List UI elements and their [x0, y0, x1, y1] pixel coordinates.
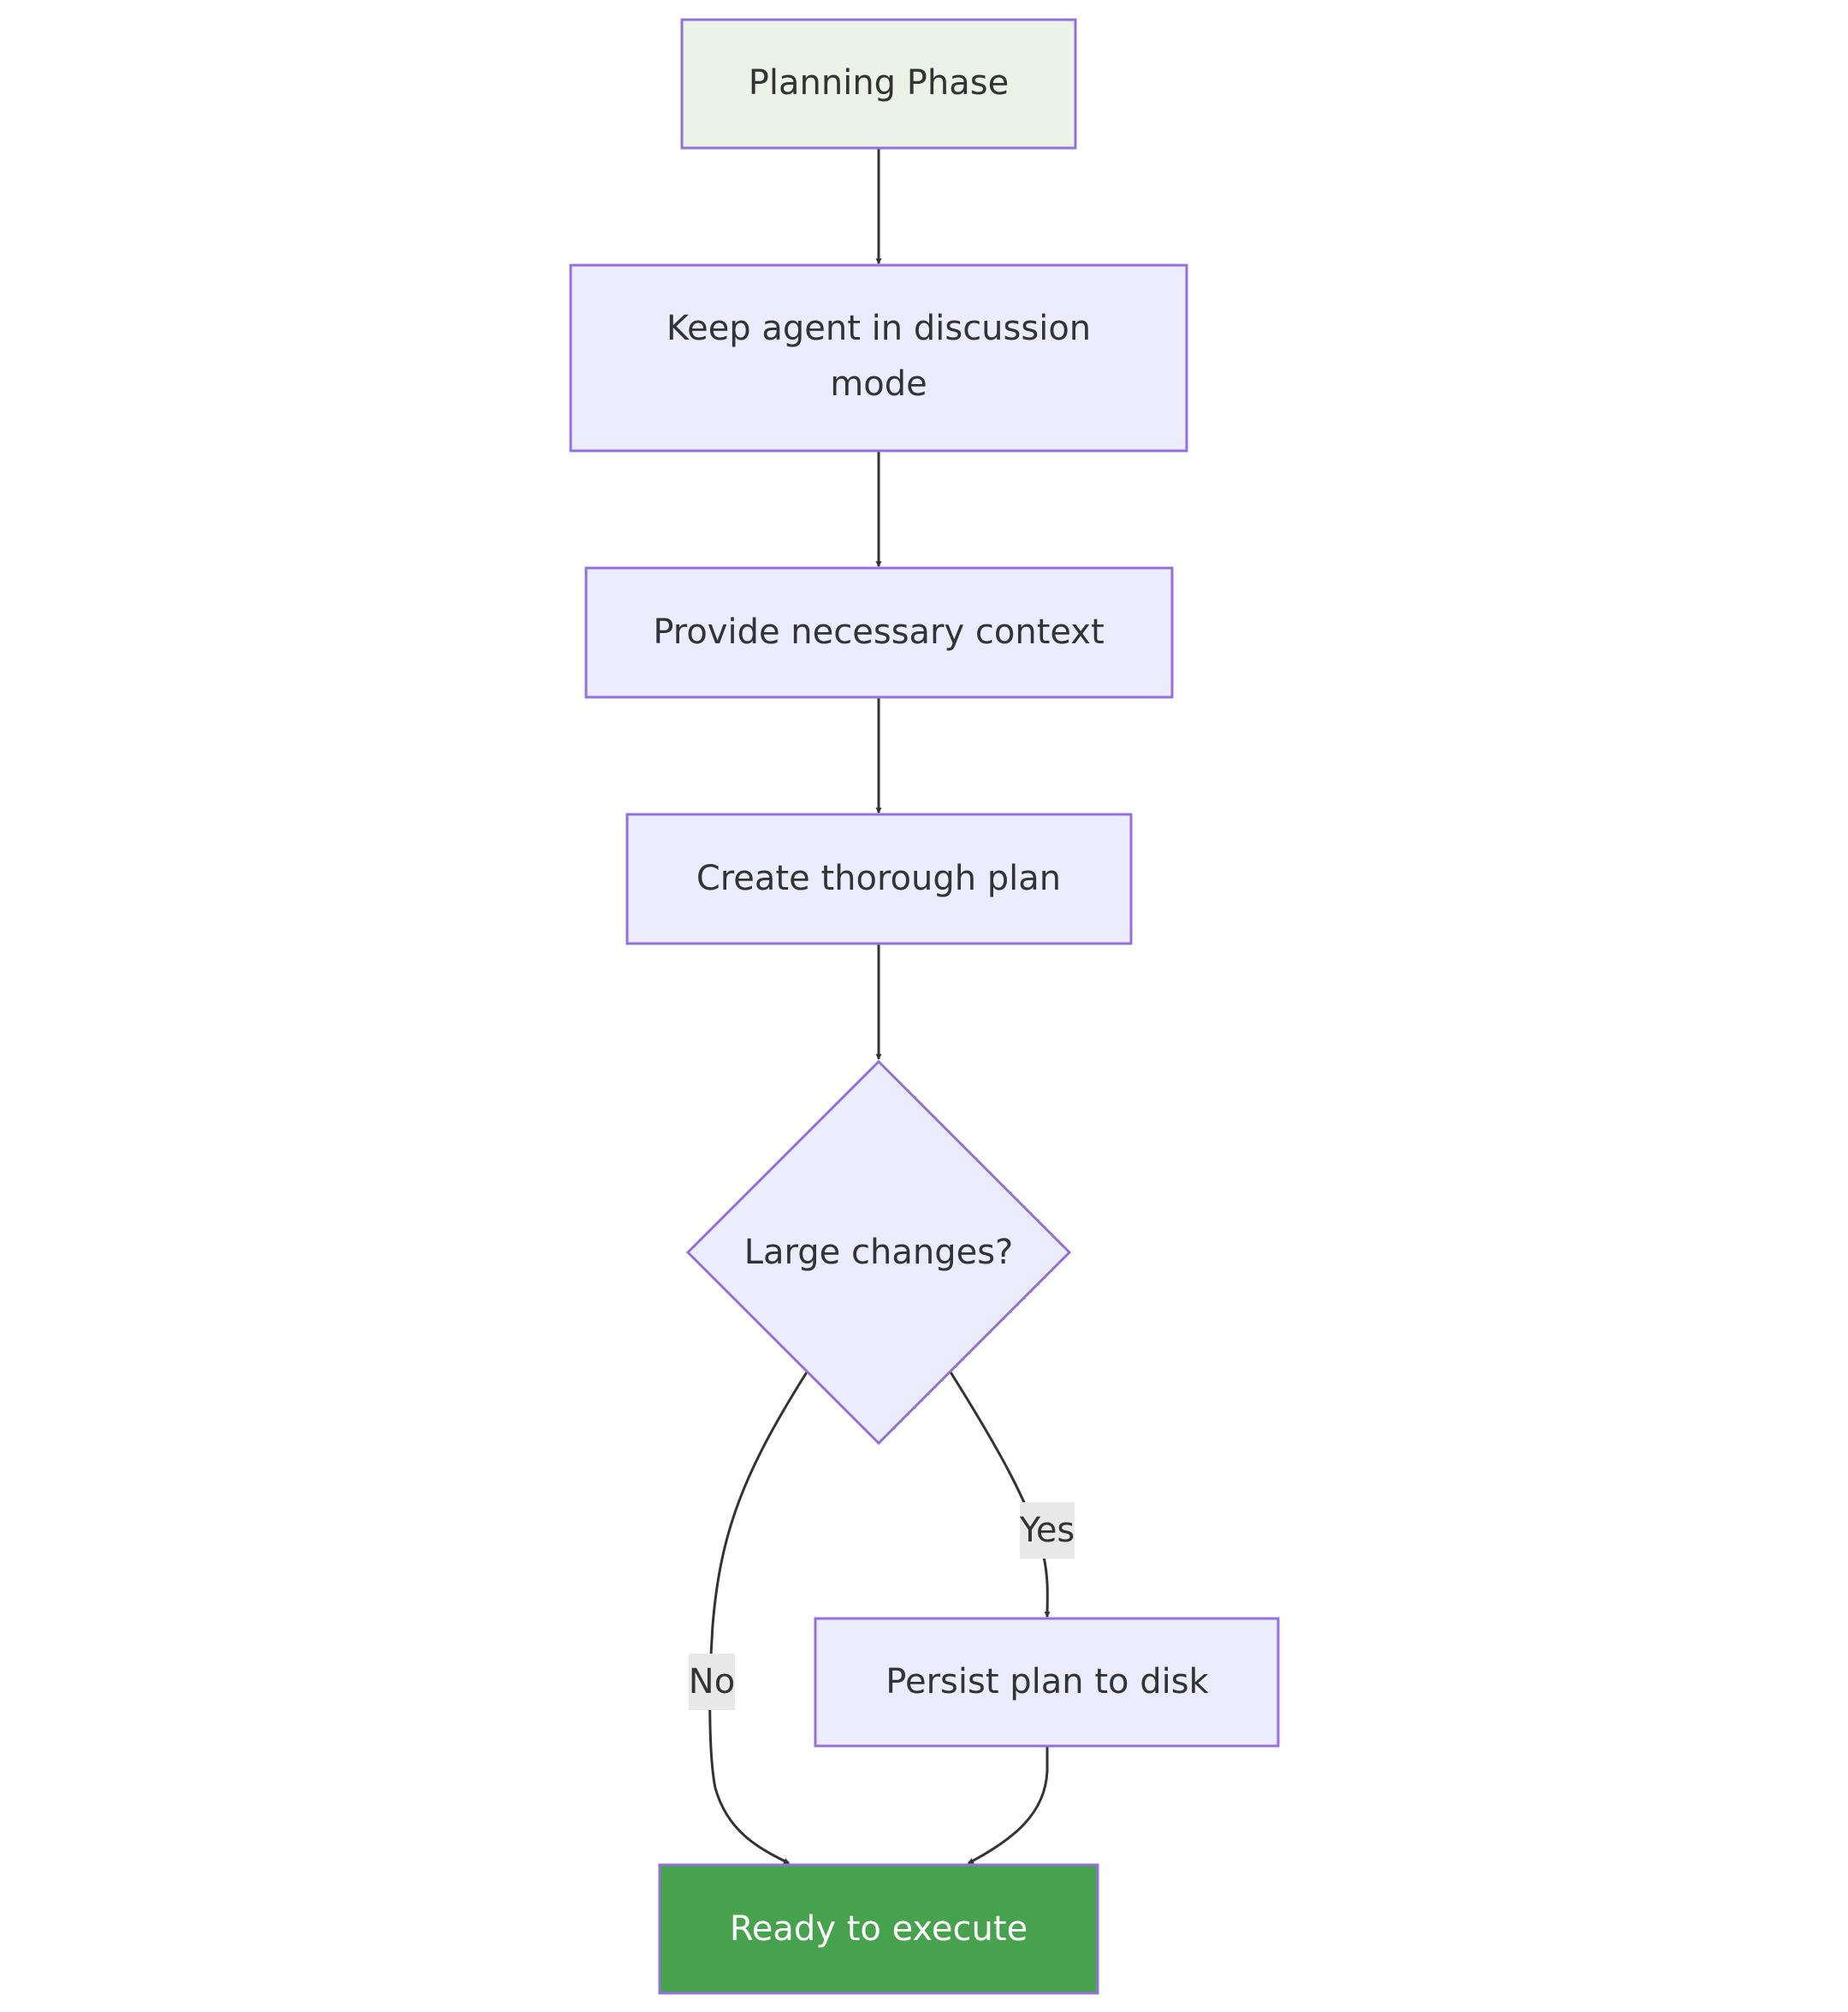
keep-agent-label-line1: Keep agent in discussion: [666, 309, 1091, 348]
planning-phase-label: Planning Phase: [749, 63, 1009, 103]
node-ready-execute: Ready to execute: [658, 1863, 1099, 1995]
yes-label-bg: [1020, 1502, 1075, 1559]
edge-decision-no-to-ready: [708, 1371, 808, 1865]
no-label: No: [689, 1662, 735, 1701]
node-provide-context: Provide necessary context: [584, 566, 1174, 699]
no-label-bg: [689, 1654, 735, 1710]
node-create-plan: Create thorough plan: [625, 813, 1133, 945]
create-plan-label: Create thorough plan: [696, 859, 1061, 898]
node-planning-phase: Planning Phase: [680, 18, 1077, 150]
node-persist-plan: Persist plan to disk: [814, 1617, 1280, 1748]
edge-persist-to-ready: [967, 1746, 1049, 1865]
persist-plan-label: Persist plan to disk: [886, 1662, 1209, 1701]
large-changes-label: Large changes?: [744, 1233, 1014, 1272]
provide-context-label: Provide necessary context: [653, 612, 1104, 652]
node-keep-agent: Keep agent in discussion mode: [569, 263, 1188, 453]
yes-label: Yes: [1019, 1511, 1075, 1550]
keep-agent-label-line2: mode: [830, 364, 927, 404]
ready-execute-label: Ready to execute: [730, 1909, 1028, 1949]
edge-decision-yes-to-persist: [949, 1371, 1051, 1618]
node-large-changes-decision: Large changes?: [685, 1059, 1072, 1446]
